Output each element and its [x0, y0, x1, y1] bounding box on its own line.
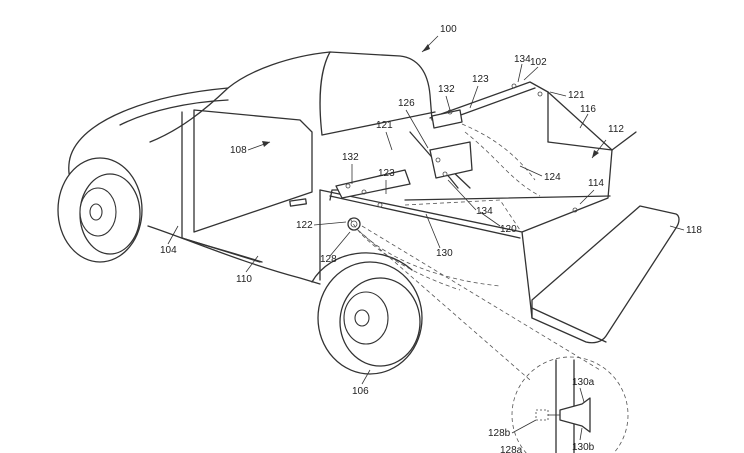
reference-labels: 100 102 104 106 108 110 112 114 116 118 … [160, 24, 702, 453]
label-122: 122 [296, 220, 313, 231]
label-130: 130 [436, 248, 453, 259]
label-132-top: 132 [438, 84, 455, 95]
rear-wheel [317, 261, 423, 375]
label-121-left: 121 [376, 120, 393, 131]
label-134-lower: 134 [476, 206, 493, 217]
label-128b: 128b [488, 428, 511, 439]
label-106: 106 [352, 386, 369, 397]
label-120: 120 [500, 224, 517, 235]
label-123-top: 123 [472, 74, 489, 85]
front-wheel [57, 157, 143, 263]
label-102: 102 [530, 57, 547, 68]
label-104: 104 [160, 245, 177, 256]
label-134-top: 134 [514, 54, 531, 65]
label-124: 124 [544, 172, 561, 183]
label-112: 112 [608, 124, 624, 135]
label-130b: 130b [572, 442, 595, 453]
label-118: 118 [686, 225, 702, 236]
label-126: 126 [398, 98, 415, 109]
vehicle-body [68, 51, 680, 344]
label-128: 128 [320, 254, 337, 265]
label-108: 108 [230, 145, 247, 156]
label-110: 110 [236, 274, 252, 285]
label-121-top: 121 [568, 90, 585, 101]
label-114: 114 [588, 178, 604, 189]
label-116: 116 [580, 104, 596, 115]
label-123-left: 123 [378, 168, 395, 179]
label-100: 100 [440, 24, 457, 35]
label-130a: 130a [572, 377, 595, 388]
label-128a: 128a [500, 445, 523, 453]
label-132-left: 132 [342, 152, 359, 163]
detail-callout [357, 225, 629, 453]
